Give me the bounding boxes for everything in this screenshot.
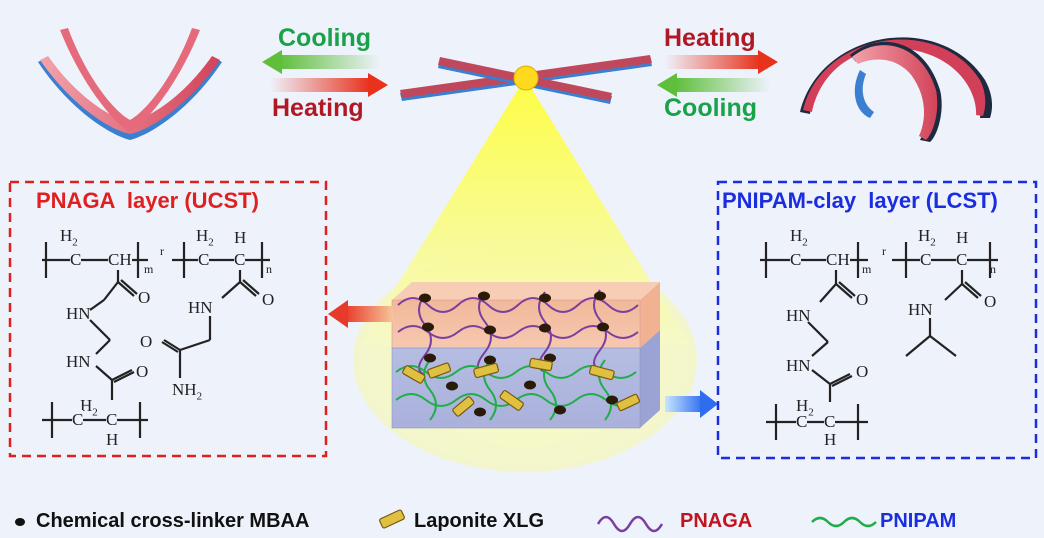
pnipam-layer-box [716, 180, 1038, 460]
pnaga-layer-title: PNAGA layer (UCST) [36, 188, 259, 213]
laponite-legend-icon [379, 509, 405, 529]
heating-arrow-right [665, 50, 778, 74]
arrow-to-pnaga-box [328, 300, 393, 328]
laponite-platelets [402, 357, 641, 417]
pnipam-legend-label: PNIPAM [880, 510, 957, 532]
crosslinker-legend-label: Chemical cross-linker MBAA [36, 510, 310, 532]
light-source [513, 65, 539, 91]
cooling-label-right: Cooling [664, 94, 758, 122]
pnipam-structure-bonds [760, 242, 998, 440]
heating-label-left: Heating [272, 94, 364, 122]
heating-arrow-left [270, 73, 388, 97]
heating-label-right: Heating [664, 24, 756, 52]
cooling-arrow-left [262, 50, 380, 74]
pnaga-legend-label: PNAGA [680, 510, 753, 532]
pnipam-legend-icon [811, 516, 877, 528]
pnaga-layer-box [8, 180, 328, 458]
crosslinker-dots [419, 291, 618, 417]
gripper-closed-illustration [38, 28, 222, 140]
cooling-arrow-right [657, 73, 770, 97]
laponite-legend-label: Laponite XLG [414, 510, 544, 532]
crosslinker-legend-icon [15, 518, 25, 526]
pnipam-layer-title: PNIPAM-clay layer (LCST) [722, 188, 998, 213]
arrow-to-pnipam-box [665, 390, 718, 418]
cooling-label-left: Cooling [278, 24, 372, 52]
pnaga-structure-bonds [42, 242, 270, 438]
light-cone [360, 78, 690, 345]
pnaga-legend-icon [596, 515, 664, 533]
gripper-dome-illustration [800, 37, 993, 142]
